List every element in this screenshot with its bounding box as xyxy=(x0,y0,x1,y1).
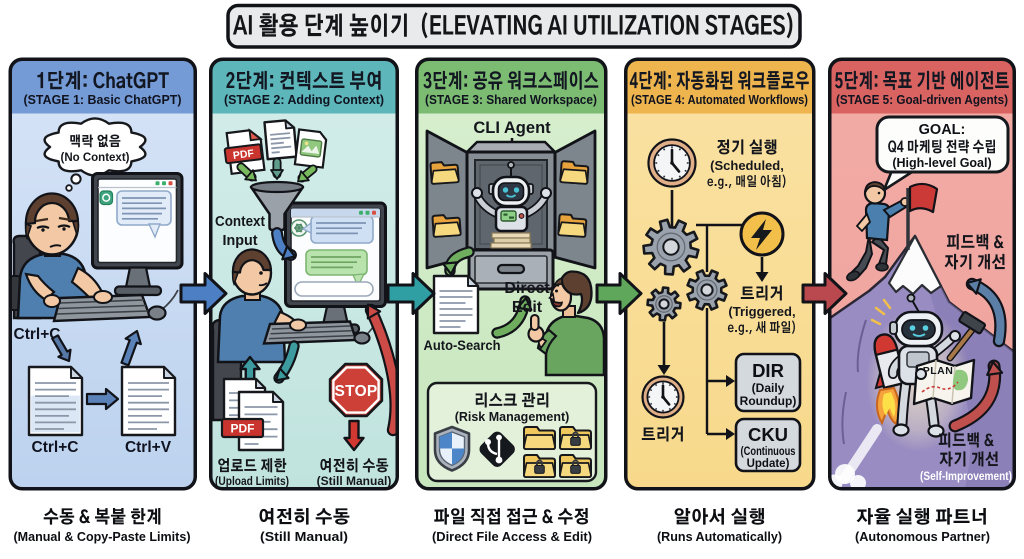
svg-text:(Self-Improvement): (Self-Improvement) xyxy=(920,469,1012,483)
svg-text:STOP: STOP xyxy=(334,383,377,400)
svg-text:(Autonomous Partner): (Autonomous Partner) xyxy=(855,529,990,544)
svg-text:(STAGE 5: Goal-driven Agents): (STAGE 5: Goal-driven Agents) xyxy=(836,93,1008,107)
svg-text:Edit: Edit xyxy=(512,299,543,316)
svg-text:Roundup): Roundup) xyxy=(740,394,797,408)
svg-text:(STAGE 1: Basic ChatGPT): (STAGE 1: Basic ChatGPT) xyxy=(24,93,182,107)
svg-text:PDF: PDF xyxy=(232,147,255,162)
svg-text:PDF: PDF xyxy=(231,422,255,436)
svg-text:Ctrl+C: Ctrl+C xyxy=(14,326,61,343)
svg-text:Context: Context xyxy=(215,214,265,230)
svg-text:Ctrl+V: Ctrl+V xyxy=(125,439,172,456)
svg-text:(Daily: (Daily xyxy=(752,381,785,395)
svg-text:(Risk Management): (Risk Management) xyxy=(455,410,570,424)
svg-text:(Continuous: (Continuous xyxy=(741,446,796,458)
svg-text:CKU: CKU xyxy=(748,424,788,445)
svg-text:(High-level Goal): (High-level Goal) xyxy=(892,156,991,170)
svg-text:(No Context): (No Context) xyxy=(61,152,130,164)
svg-text:(Upload Limits): (Upload Limits) xyxy=(215,476,289,488)
svg-text:Direct: Direct xyxy=(504,280,550,297)
svg-text:CLI Agent: CLI Agent xyxy=(473,119,551,137)
svg-text:(Still Manual): (Still Manual) xyxy=(260,529,348,544)
svg-text:(Scheduled,: (Scheduled, xyxy=(710,158,784,173)
svg-text:(Triggered,: (Triggered, xyxy=(728,304,795,319)
svg-text:DIR: DIR xyxy=(752,360,784,381)
svg-text:(Still Manual): (Still Manual) xyxy=(317,474,392,488)
svg-text:PLAN: PLAN xyxy=(923,365,954,377)
svg-text:Ctrl+C: Ctrl+C xyxy=(32,439,79,456)
svg-text:(STAGE 3: Shared Workspace): (STAGE 3: Shared Workspace) xyxy=(425,93,597,107)
svg-text:GOAL:: GOAL: xyxy=(919,122,966,138)
svg-text:Update): Update) xyxy=(747,458,790,470)
svg-text:(STAGE 2: Adding Context): (STAGE 2: Adding Context) xyxy=(224,93,384,107)
svg-text:(Manual & Copy-Paste Limits): (Manual & Copy-Paste Limits) xyxy=(14,529,191,544)
svg-text:(Direct File Access & Edit): (Direct File Access & Edit) xyxy=(432,529,592,544)
svg-text:(Runs Automatically): (Runs Automatically) xyxy=(657,529,782,544)
svg-text:Auto-Search: Auto-Search xyxy=(424,337,501,353)
svg-text:(STAGE 4: Automated Workflows): (STAGE 4: Automated Workflows) xyxy=(631,93,808,107)
svg-text:Input: Input xyxy=(223,233,258,249)
